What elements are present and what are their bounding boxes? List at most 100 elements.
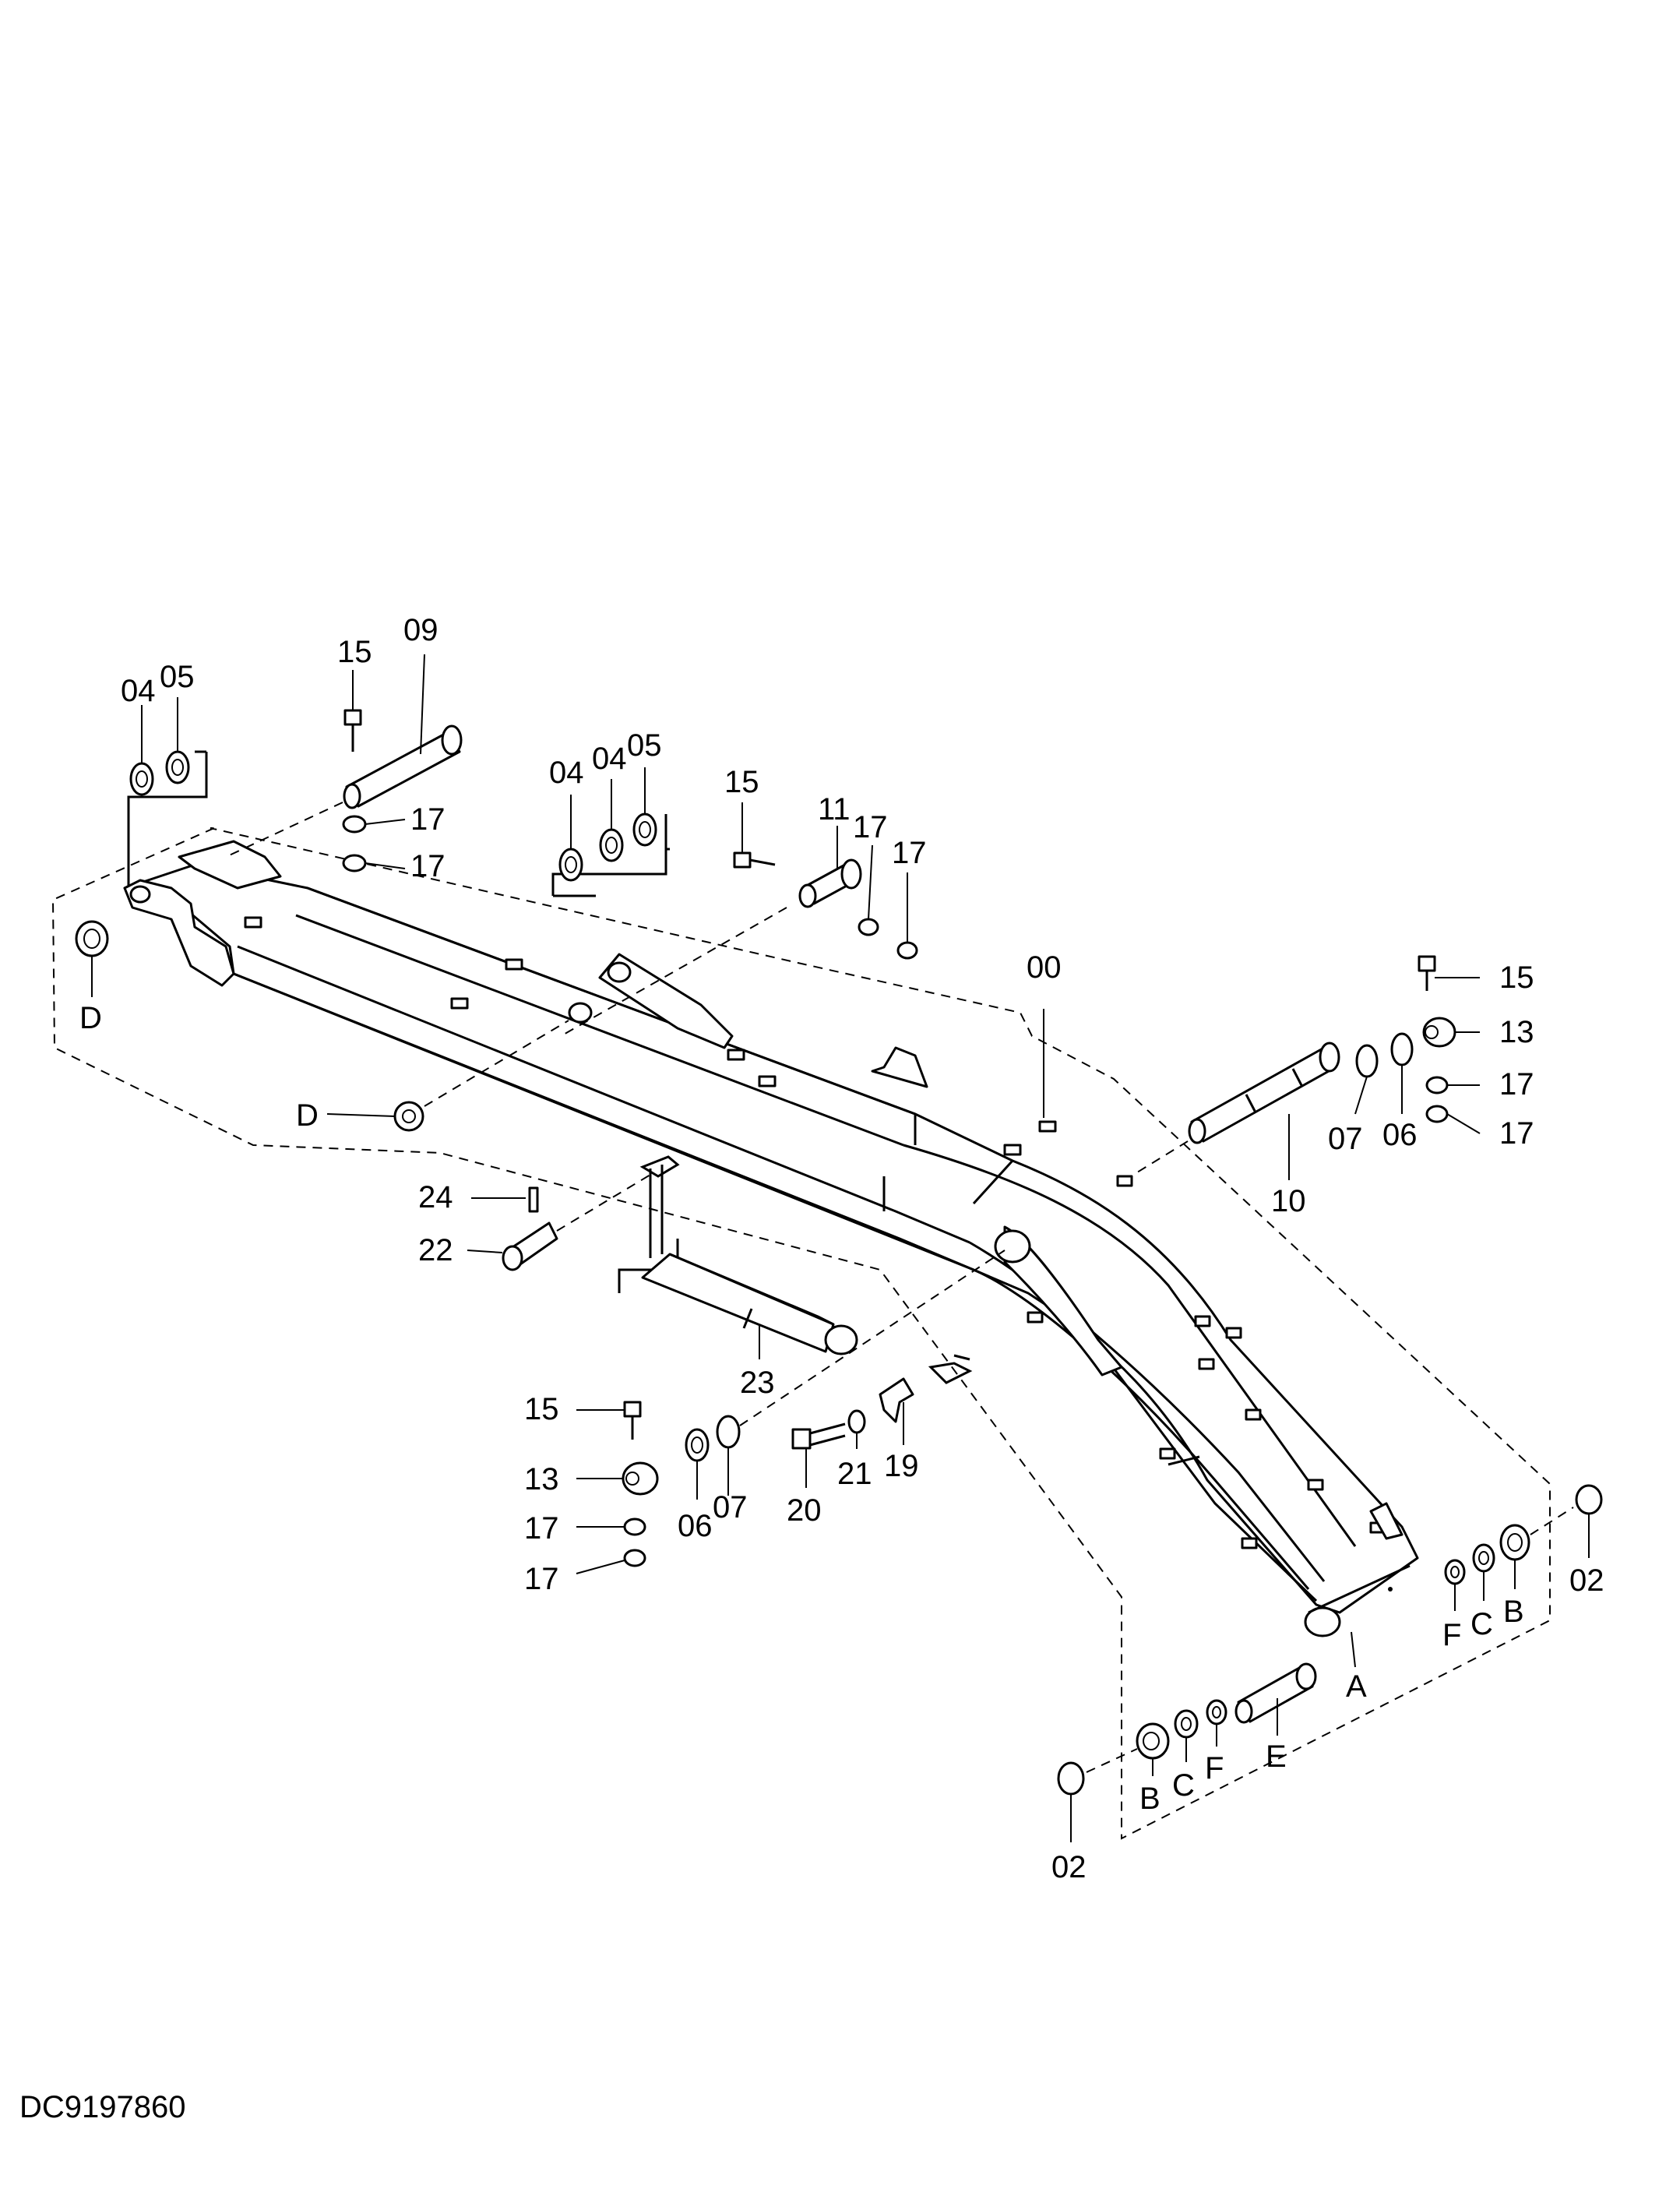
part-B-bushing-right: [1499, 1524, 1530, 1589]
part-22-pin: [467, 1221, 558, 1271]
label-15-mid: 15: [724, 765, 759, 799]
assembly-line-09: [225, 802, 343, 858]
label-19: 19: [884, 1449, 919, 1483]
leader-A: [1351, 1631, 1356, 1668]
assembly-line-22: [556, 1172, 655, 1232]
bracket-04-05-left: [127, 750, 208, 888]
label-04-mid-b: 04: [592, 742, 627, 776]
label-04-left: 04: [121, 674, 156, 708]
part-06-washer-lower: [685, 1428, 710, 1500]
label-15-right: 15: [1499, 961, 1534, 995]
label-22: 22: [418, 1233, 453, 1267]
part-02-cap-right: [1575, 1484, 1603, 1558]
part-C-ring-right: [1472, 1543, 1495, 1601]
label-C-right: C: [1470, 1607, 1493, 1641]
part-E-pin: [1234, 1662, 1317, 1736]
part-B-bushing-bottom: [1136, 1722, 1170, 1776]
part-D-bushing-left: [75, 920, 109, 997]
assembly-line-07: [739, 1250, 1006, 1426]
part-15-bolt-top-left: [343, 670, 362, 752]
label-07-lower: 07: [713, 1490, 748, 1525]
part-07-washer-right: [1354, 1044, 1379, 1115]
label-C-bottom: C: [1172, 1768, 1195, 1803]
part-D-bushing-mid: [326, 1101, 424, 1132]
part-07-washer-lower: [716, 1415, 741, 1496]
bracket-23: [618, 1239, 679, 1293]
part-02-cap-bottom: [1057, 1761, 1085, 1842]
label-11: 11: [818, 792, 851, 827]
part-06-washer-right: [1390, 1032, 1414, 1114]
label-05-left: 05: [160, 660, 195, 694]
part-04-washer-left: [129, 705, 154, 796]
label-23: 23: [740, 1366, 775, 1400]
label-F-bottom: F: [1205, 1751, 1224, 1785]
label-17-mid-b: 17: [892, 836, 927, 870]
label-21: 21: [837, 1457, 872, 1491]
part-17-nut-lower-a: [576, 1517, 646, 1536]
part-17-nut-mid-a: [858, 844, 879, 936]
assembly-line-10: [1136, 1140, 1189, 1173]
part-23-cylinder: [641, 1253, 858, 1359]
part-24-grease-fitting: [471, 1186, 539, 1213]
part-17-nut-lower-b: [576, 1549, 646, 1574]
part-09-pin: [343, 654, 463, 809]
label-17-right-b: 17: [1499, 1116, 1534, 1151]
label-A: A: [1346, 1669, 1367, 1704]
part-17-nut-a: [342, 815, 406, 834]
part-17-nut-right-a: [1425, 1076, 1480, 1094]
label-07-right: 07: [1328, 1122, 1363, 1156]
label-02-bottom: 02: [1051, 1850, 1087, 1884]
part-15-bolt-right: [1418, 955, 1480, 991]
label-D-mid: D: [296, 1098, 319, 1133]
assembly-line-02-bottom: [1086, 1748, 1138, 1773]
part-C-ring-bottom: [1174, 1709, 1199, 1762]
label-F-right: F: [1442, 1618, 1461, 1652]
part-10-pin: [1188, 1042, 1340, 1180]
label-13-right: 13: [1499, 1015, 1534, 1049]
label-17-lower-a: 17: [524, 1511, 559, 1546]
label-10: 10: [1271, 1184, 1306, 1218]
part-15-bolt-lower: [576, 1401, 642, 1440]
part-05-washer-left: [165, 697, 190, 784]
label-B-bottom: B: [1139, 1782, 1161, 1816]
label-04-mid-a: 04: [549, 756, 584, 790]
boom-body: [123, 840, 1419, 1637]
part-13-collar-lower: [576, 1461, 659, 1496]
part-11-pin: [798, 826, 862, 908]
label-06-lower: 06: [678, 1509, 713, 1543]
label-15-lower: 15: [524, 1392, 559, 1426]
part-17-nut-mid-b: [896, 872, 918, 960]
part-19-plate: [879, 1377, 914, 1445]
bracket-04-04-05-mid: [551, 814, 670, 897]
part-15-bolt-mid: [733, 802, 776, 869]
part-F-seal-bottom: [1206, 1699, 1227, 1747]
label-20: 20: [787, 1493, 822, 1528]
label-17-lower-b: 17: [524, 1562, 559, 1596]
cylinder-bracket-link: [649, 1165, 664, 1258]
label-05-mid: 05: [627, 728, 662, 763]
drawing-code: DC9197860: [19, 2090, 186, 2124]
label-06-right: 06: [1382, 1118, 1418, 1152]
assembly-line-D: [424, 1020, 569, 1107]
label-17-right-a: 17: [1499, 1067, 1534, 1102]
label-02-right: 02: [1569, 1563, 1604, 1598]
label-17-top-left-b: 17: [410, 849, 446, 883]
label-17-mid-a: 17: [853, 810, 888, 844]
assembly-line-11: [560, 907, 787, 1037]
part-04-washer-mid-b: [599, 779, 624, 862]
bracket-top-clip: [639, 1155, 680, 1178]
part-21-washer: [847, 1409, 866, 1449]
label-D-left: D: [79, 1001, 102, 1035]
label-13-lower: 13: [524, 1462, 559, 1496]
callout-labels: 04 05 15 09 17 17 04 04 05 15 11 17 17 0…: [79, 613, 1604, 1884]
part-17-nut-b: [342, 854, 406, 872]
part-17-nut-right-b: [1425, 1105, 1481, 1134]
part-13-collar-right: [1422, 1017, 1480, 1048]
label-15-top-left: 15: [337, 635, 372, 669]
part-20-bolt: [791, 1422, 846, 1488]
label-17-top-left-a: 17: [410, 802, 446, 837]
label-B-right: B: [1503, 1595, 1524, 1629]
part-04-washer-mid-a: [558, 795, 583, 882]
assembly-line-02-right: [1530, 1507, 1574, 1535]
